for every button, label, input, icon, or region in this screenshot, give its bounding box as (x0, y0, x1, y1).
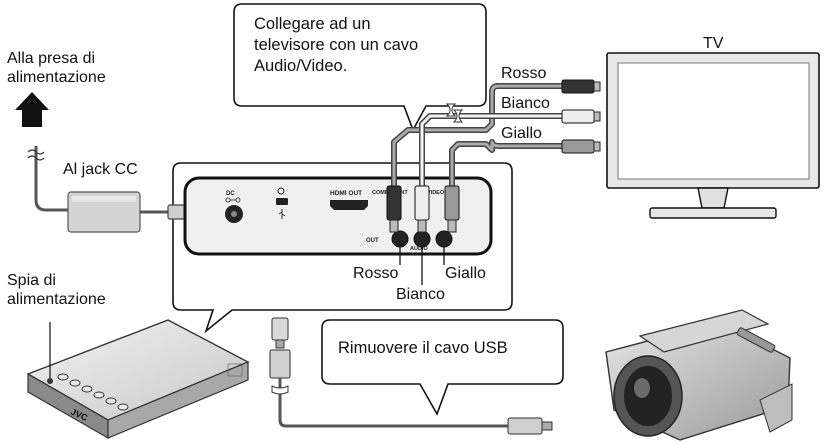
callout-tv-line-3: Audio/Video. (254, 57, 348, 75)
label-power-outlet-line-2: alimentazione (7, 69, 106, 86)
power-lamp-icon (47, 378, 53, 384)
label-jack-white: Bianco (396, 286, 445, 303)
hdmi-out-port: HDMI OUT (330, 190, 368, 210)
usb-cable (269, 317, 553, 435)
svg-text:AUDIO: AUDIO (410, 246, 428, 252)
label-power-lamp-line-1: Spia di (7, 272, 56, 289)
label-dc-jack: Al jack CC (63, 161, 138, 178)
rca-plugs-tv (561, 79, 601, 154)
television (606, 52, 820, 219)
dc-jack: DC (225, 191, 243, 223)
power-plug-symbol-icon (225, 197, 241, 203)
label-power-outlet-line-1: Alla presa di (7, 50, 96, 67)
arrow-up-icon (15, 92, 49, 127)
power-cable (34, 146, 74, 212)
callout-tv-bubble (233, 3, 487, 132)
svg-text:OUT: OUT (366, 238, 379, 244)
jack-leader-lines (399, 247, 445, 285)
ac-adapter (67, 191, 141, 233)
rca-cables (391, 83, 566, 200)
label-power-lamp-line-2: alimentazione (7, 291, 106, 308)
jack-red (391, 230, 409, 248)
cable-break-mark (271, 385, 289, 395)
svg-text:DC: DC (226, 191, 235, 197)
svg-text:VIDEO: VIDEO (427, 190, 445, 196)
label-cable-red: Rosso (501, 65, 547, 82)
label-power-lamp: Spia di alimentazione (7, 271, 106, 309)
mini-usb-port (276, 187, 288, 219)
cable-break-mark (445, 103, 464, 123)
label-jack-yellow: Giallo (445, 265, 486, 282)
jack-white (413, 230, 431, 248)
svg-text:HDMI OUT: HDMI OUT (330, 190, 362, 197)
callout-usb-bubble (321, 319, 564, 416)
label-power-outlet: Alla presa di alimentazione (7, 49, 106, 87)
label-tv: TV (703, 35, 724, 52)
label-cable-yellow: Giallo (501, 125, 542, 142)
jack-yellow (435, 230, 453, 248)
camcorder (605, 309, 793, 441)
callout-usb-text: Rimuovere il cavo USB (338, 339, 508, 357)
callout-tv-line-1: Collegare ad un (254, 15, 371, 33)
rca-plugs-panel (386, 185, 460, 233)
main-device: JVC (26, 319, 250, 440)
callout-tv-line-2: televisore con un cavo (254, 36, 419, 54)
front-buttons (57, 373, 129, 411)
label-jack-red: Rosso (353, 265, 399, 282)
label-cable-white: Bianco (501, 95, 550, 112)
cable-break-mark (27, 149, 45, 161)
callout-tv-text: Collegare ad un televisore con un cavo A… (254, 14, 418, 77)
usb-symbol-icon (278, 209, 286, 219)
